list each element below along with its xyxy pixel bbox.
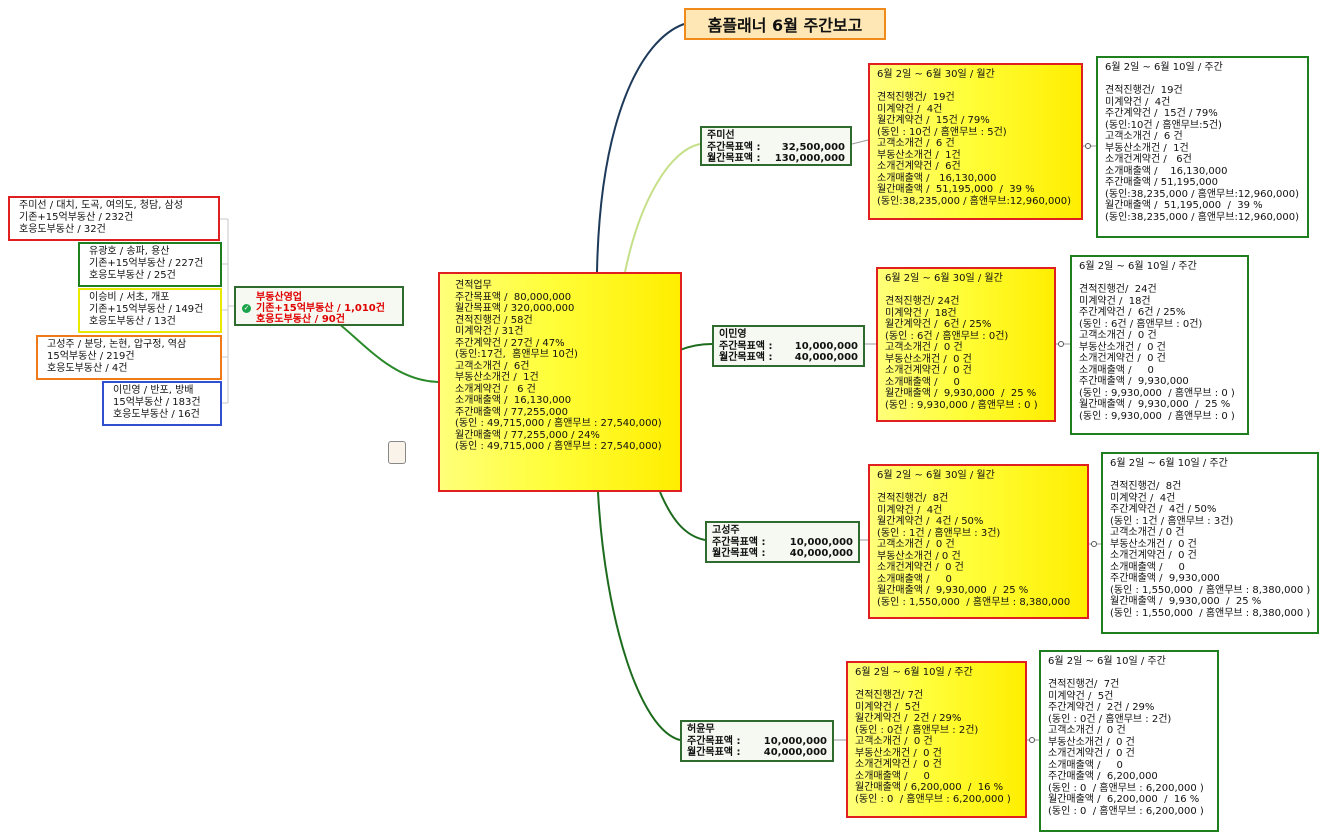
monthly-box-4[interactable]: 6월 2일 ~ 6월 10일 / 주간 견적진행건/ 7건 미계약건 / 5건 … [846, 661, 1027, 818]
monthly-target: 월간목표액 :40,000,000 [687, 747, 827, 758]
person-name: 허윤무 [687, 724, 715, 735]
monthly-box-3[interactable]: 6월 2일 ~ 6월 30일 / 월간 견적진행건/ 8건 미계약건 / 4건 … [868, 464, 1089, 619]
monthly-target: 월간목표액 :130,000,000 [707, 153, 845, 164]
report-title[interactable]: 홈플래너 6월 주간보고 [684, 8, 886, 40]
person-node-3[interactable]: 고성주 주간목표액 :10,000,000 월간목표액 :40,000,000 [705, 521, 860, 563]
person-node-2[interactable]: 이민영 주간목표액 :10,000,000 월간목표액 :40,000,000 [712, 325, 865, 367]
region-box-1[interactable]: 주미선 / 대치, 도곡, 여의도, 청담, 삼성 기존+15억부동산 / 23… [8, 196, 220, 241]
connector-dot[interactable] [1058, 341, 1064, 347]
realestate-node[interactable]: ✓ 부동산영업 기존+15억부동산 / 1,010건 호응도부동산 / 90건 [234, 286, 404, 326]
monthly-box-2[interactable]: 6월 2일 ~ 6월 30일 / 월간 견적진행건/ 24건 미계약건 / 18… [876, 267, 1056, 422]
region-box-3[interactable]: 이승비 / 서초, 개포 기존+15억부동산 / 149건 호응도부동산 / 1… [78, 288, 222, 333]
connector-dot[interactable] [1085, 143, 1091, 149]
realestate-line1: 기존+15억부동산 / 1,010건 [256, 303, 385, 314]
realestate-title: 부동산영업 [256, 292, 302, 303]
realestate-line2: 호응도부동산 / 90건 [256, 314, 345, 325]
collapse-handle[interactable] [388, 441, 406, 464]
weekly-box-3[interactable]: 6월 2일 ~ 6월 10일 / 주간 견적진행건/ 8건 미계약건 / 4건 … [1101, 452, 1319, 634]
person-name: 주미선 [707, 130, 735, 141]
connector-dot[interactable] [1091, 541, 1097, 547]
weekly-target: 주간목표액 :32,500,000 [707, 141, 845, 153]
region-box-4[interactable]: 고성주 / 분당, 논현, 압구정, 역삼 15억부동산 / 219건 호응도부… [36, 335, 222, 380]
weekly-box-1[interactable]: 6월 2일 ~ 6월 10일 / 주간 견적진행건/ 19건 미계약건 / 4건… [1096, 56, 1309, 238]
weekly-box-4[interactable]: 6월 2일 ~ 6월 10일 / 주간 견적진행건/ 7건 미계약건 / 5건 … [1039, 650, 1219, 832]
person-name: 이민영 [719, 329, 747, 340]
region-box-2[interactable]: 유광호 / 송파, 용산 기존+15억부동산 / 227건 호응도부동산 / 2… [78, 242, 222, 287]
center-node-quote-work[interactable]: 견적업무 주간목표액 / 80,000,000 월간목표액 / 320,000,… [438, 272, 682, 492]
weekly-target: 주간목표액 :10,000,000 [719, 340, 858, 352]
connector-dot[interactable] [1029, 737, 1035, 743]
monthly-target: 월간목표액 :40,000,000 [712, 548, 853, 559]
weekly-target: 주간목표액 :10,000,000 [687, 735, 827, 747]
weekly-target: 주간목표액 :10,000,000 [712, 536, 853, 548]
monthly-box-1[interactable]: 6월 2일 ~ 6월 30일 / 월간 견적진행건/ 19건 미계약건 / 4건… [868, 63, 1083, 220]
person-node-4[interactable]: 허윤무 주간목표액 :10,000,000 월간목표액 :40,000,000 [680, 720, 834, 762]
person-name: 고성주 [712, 525, 740, 536]
weekly-box-2[interactable]: 6월 2일 ~ 6월 10일 / 주간 견적진행건/ 24건 미계약건 / 18… [1070, 255, 1249, 435]
monthly-target: 월간목표액 :40,000,000 [719, 352, 858, 363]
region-box-5[interactable]: 이민영 / 반포, 방배 15억부동산 / 183건 호응도부동산 / 16건 [102, 381, 222, 426]
check-icon: ✓ [242, 304, 251, 313]
person-node-1[interactable]: 주미선 주간목표액 :32,500,000 월간목표액 :130,000,000 [700, 126, 852, 166]
